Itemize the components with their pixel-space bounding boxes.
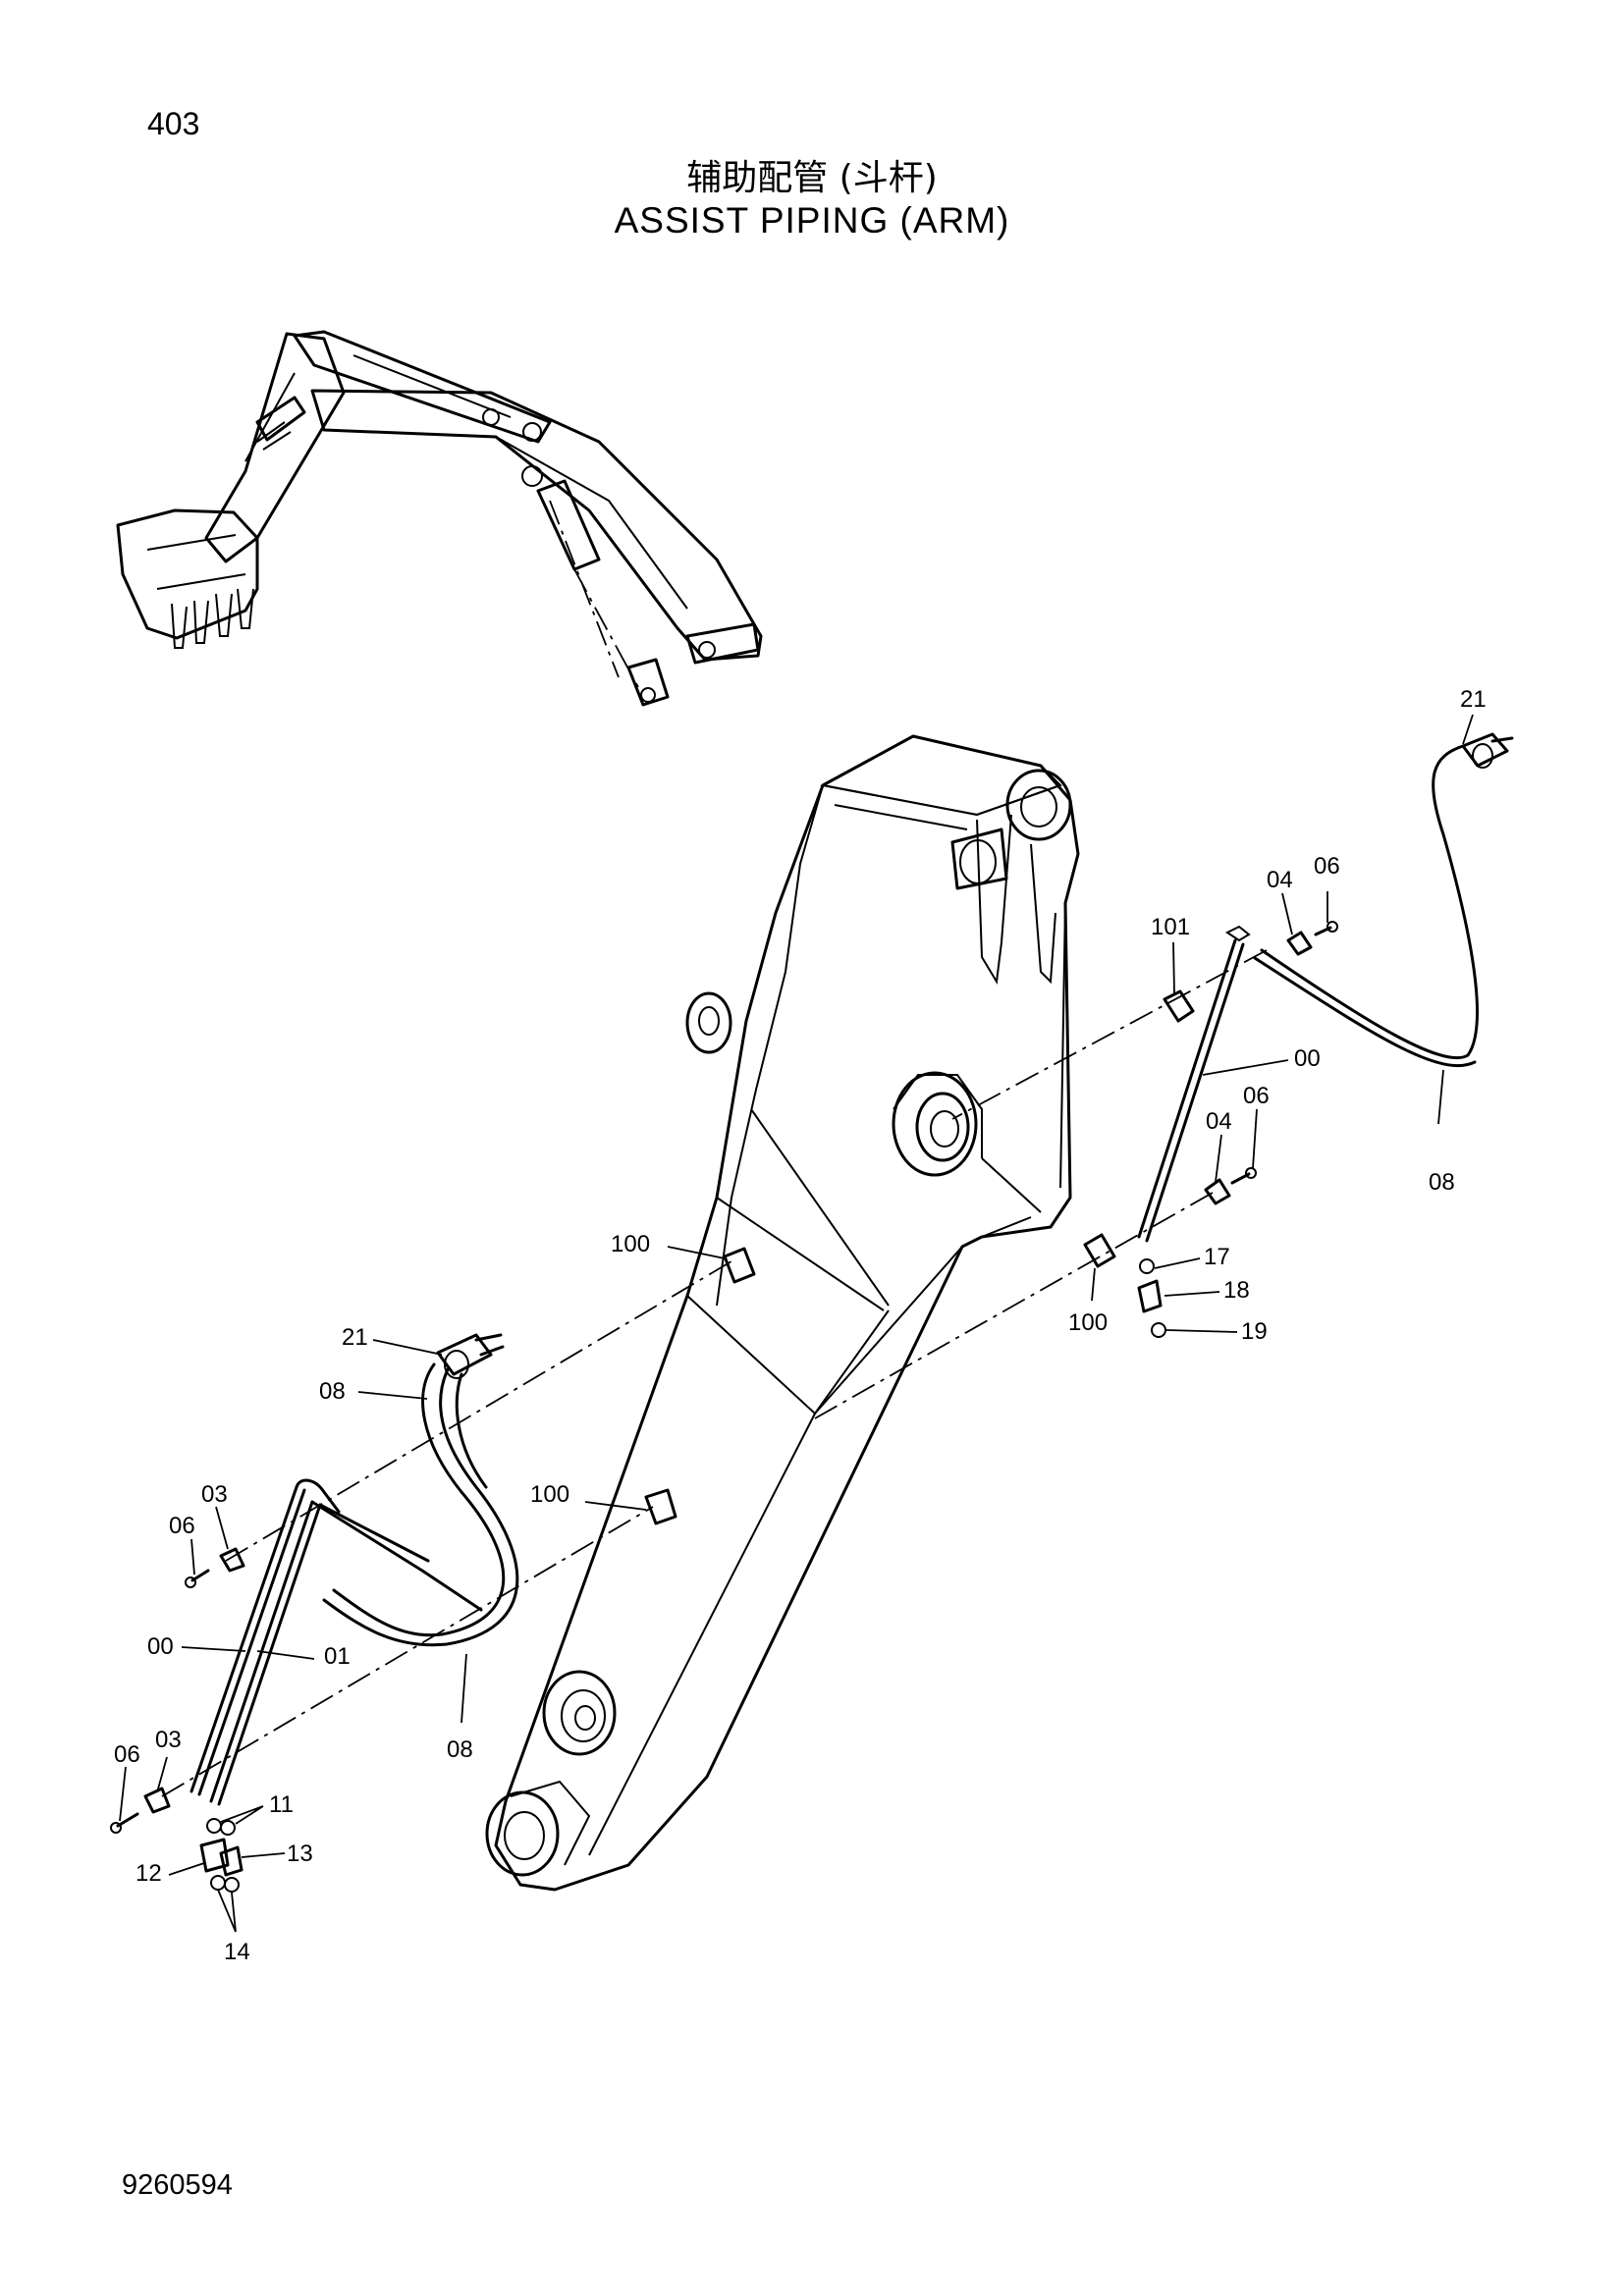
callout-01-pipe-left: 01 [324, 1643, 351, 1670]
document-number: 9260594 [122, 2169, 233, 2201]
callout-00-pipe-right: 00 [1294, 1045, 1321, 1072]
title-chinese: 辅助配管 (斗杆) [686, 158, 938, 198]
callout-labels: 21 04 06 101 00 06 04 08 17 18 19 100 10… [114, 686, 1487, 1965]
callout-17-fitting: 17 [1204, 1244, 1230, 1270]
callout-100-block-lower: 100 [530, 1481, 569, 1508]
page-number: 403 [147, 106, 200, 141]
callout-08-hose-right: 08 [1429, 1169, 1455, 1196]
arm-body [485, 734, 1080, 1892]
callout-21-hose-clamp-left: 21 [342, 1324, 368, 1351]
callout-13-fitting: 13 [287, 1841, 313, 1867]
callout-101-block: 101 [1151, 914, 1190, 940]
callout-06-bolt-lower-right: 06 [1243, 1083, 1270, 1109]
callout-11-fitting: 11 [269, 1791, 294, 1818]
callout-04-bracket-lower-right: 04 [1206, 1108, 1232, 1135]
left-piping [110, 1247, 756, 1893]
callout-19-fitting: 19 [1241, 1318, 1268, 1345]
title-english: ASSIST PIPING (ARM) [614, 200, 1010, 240]
callout-06-bolt-lower-left: 06 [114, 1741, 140, 1768]
callout-100-block-right: 100 [1068, 1309, 1108, 1336]
callout-04-bracket-upper-right: 04 [1267, 867, 1293, 893]
callout-06-bolt-upper-left: 06 [169, 1513, 195, 1539]
callout-21-hose-clamp-right: 21 [1460, 686, 1487, 713]
callout-100-block-upper: 100 [611, 1231, 650, 1257]
callout-14-fitting: 14 [224, 1939, 250, 1965]
callout-03-bracket-upper-left: 03 [201, 1481, 228, 1508]
callout-03-bracket-lower-left: 03 [155, 1727, 182, 1753]
right-piping [814, 732, 1514, 1419]
callout-18-fitting: 18 [1223, 1277, 1250, 1304]
excavator-overview-inset [116, 330, 763, 707]
callout-08-hose-left-upper: 08 [319, 1378, 346, 1405]
callout-08-hose-left-lower: 08 [447, 1736, 473, 1763]
leader-lines [119, 714, 1474, 1933]
callout-00-pipe-left: 00 [147, 1633, 174, 1660]
callout-12-fitting: 12 [135, 1860, 162, 1887]
callout-06-bolt-upper-right: 06 [1314, 853, 1340, 880]
